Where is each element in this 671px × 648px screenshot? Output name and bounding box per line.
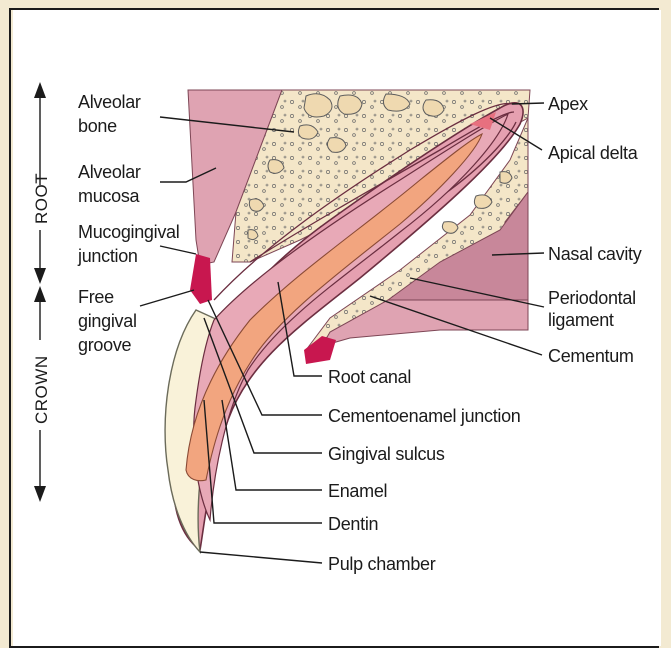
gingival-highlight-upper — [190, 254, 212, 304]
label-alveolar-bone-2: bone — [78, 116, 117, 136]
label-free-gingival-1: Free — [78, 287, 114, 307]
bottom-labels: Root canal Cementoenamel junction Gingiv… — [328, 367, 521, 574]
label-enamel: Enamel — [328, 481, 387, 501]
label-nasal-cavity: Nasal cavity — [548, 244, 642, 264]
left-labels: Alveolar bone Alveolar mucosa Mucogingiv… — [77, 92, 179, 355]
label-periodontal-1: Periodontal — [548, 288, 636, 308]
label-apical-delta: Apical delta — [548, 143, 639, 163]
label-periodontal-2: ligament — [548, 310, 614, 330]
label-cementoenamel-junction: Cementoenamel junction — [328, 406, 521, 426]
root-axis-label: ROOT — [32, 173, 51, 224]
label-cementum: Cementum — [548, 346, 634, 366]
root-crown-axis — [34, 82, 46, 502]
label-dentin: Dentin — [328, 514, 378, 534]
label-pulp-chamber: Pulp chamber — [328, 554, 436, 574]
label-free-gingival-2: gingival — [78, 311, 137, 331]
gingival-highlight-lower — [304, 336, 336, 364]
label-gingival-sulcus: Gingival sulcus — [328, 444, 445, 464]
label-alveolar-mucosa-1: Alveolar — [78, 162, 141, 182]
crown-axis-label: CROWN — [32, 355, 51, 424]
label-mucogingival-2: junction — [77, 246, 138, 266]
label-free-gingival-3: groove — [78, 335, 132, 355]
label-apex: Apex — [548, 94, 588, 114]
label-root-canal: Root canal — [328, 367, 411, 387]
label-alveolar-mucosa-2: mucosa — [78, 186, 141, 206]
right-labels: Apex Apical delta Nasal cavity Periodont… — [548, 94, 642, 366]
label-mucogingival-1: Mucogingival — [78, 222, 179, 242]
label-alveolar-bone-1: Alveolar — [78, 92, 141, 112]
